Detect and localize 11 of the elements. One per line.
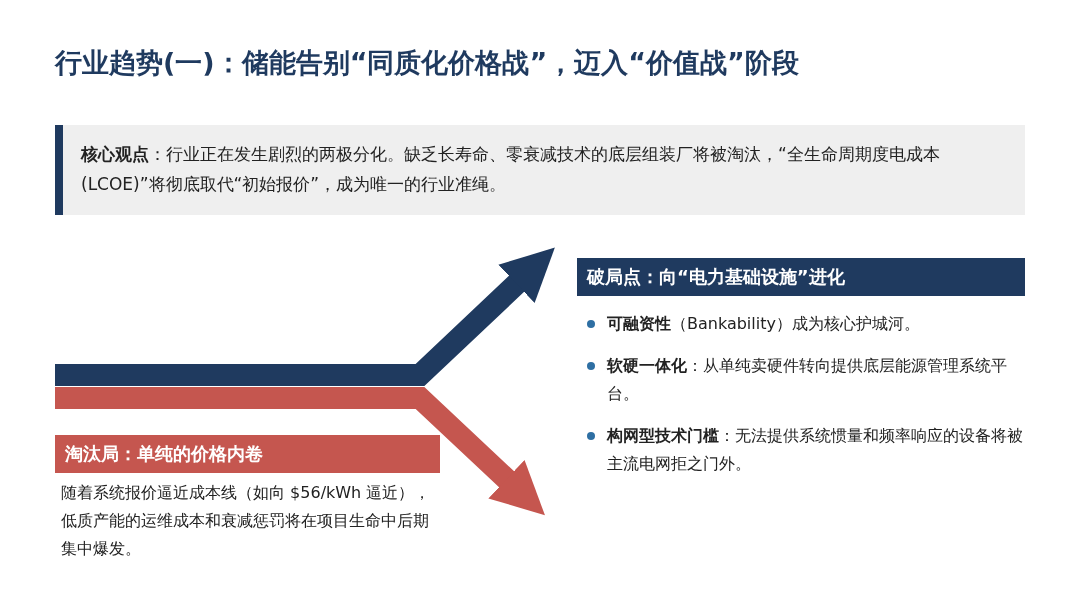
key-point-text: 核心观点：行业正在发生剧烈的两极分化。缺乏长寿命、零衰减技术的底层组装厂将被淘汰，“全生命周期度电成本(LCOE)”将彻底取代“初始报价”，成为唯一的行业准绳。	[81, 143, 941, 196]
section-header: 破局点：向“电力基础设施”进化	[577, 258, 1025, 296]
section-header: 淘汰局：单纯的价格内卷	[55, 435, 440, 473]
body-text: 随着系统报价逼近成本线（如向 $56/kWh 逼近），低质产能的运维成本和衰减惩罚将在项目生命中后期集中爆发。	[60, 482, 432, 560]
bullet-text: 软硬一体化：从单纯卖硬件转向提供底层能源管理系统平台。	[607, 356, 1007, 403]
key-point-panel	[55, 125, 1025, 215]
bullet-text: 构网型技术门槛：无法提供系统惯量和频率响应的设备将被主流电网拒之门外。	[607, 426, 1023, 473]
bullet-text: 可融资性（Bankability）成为核心护城河。	[607, 314, 920, 333]
split-arrow	[55, 247, 555, 386]
split-arrow	[55, 387, 545, 516]
slide-title: 行业趋势(一)：储能告别“同质化价格战”，迈入“价值战”阶段	[55, 46, 799, 80]
